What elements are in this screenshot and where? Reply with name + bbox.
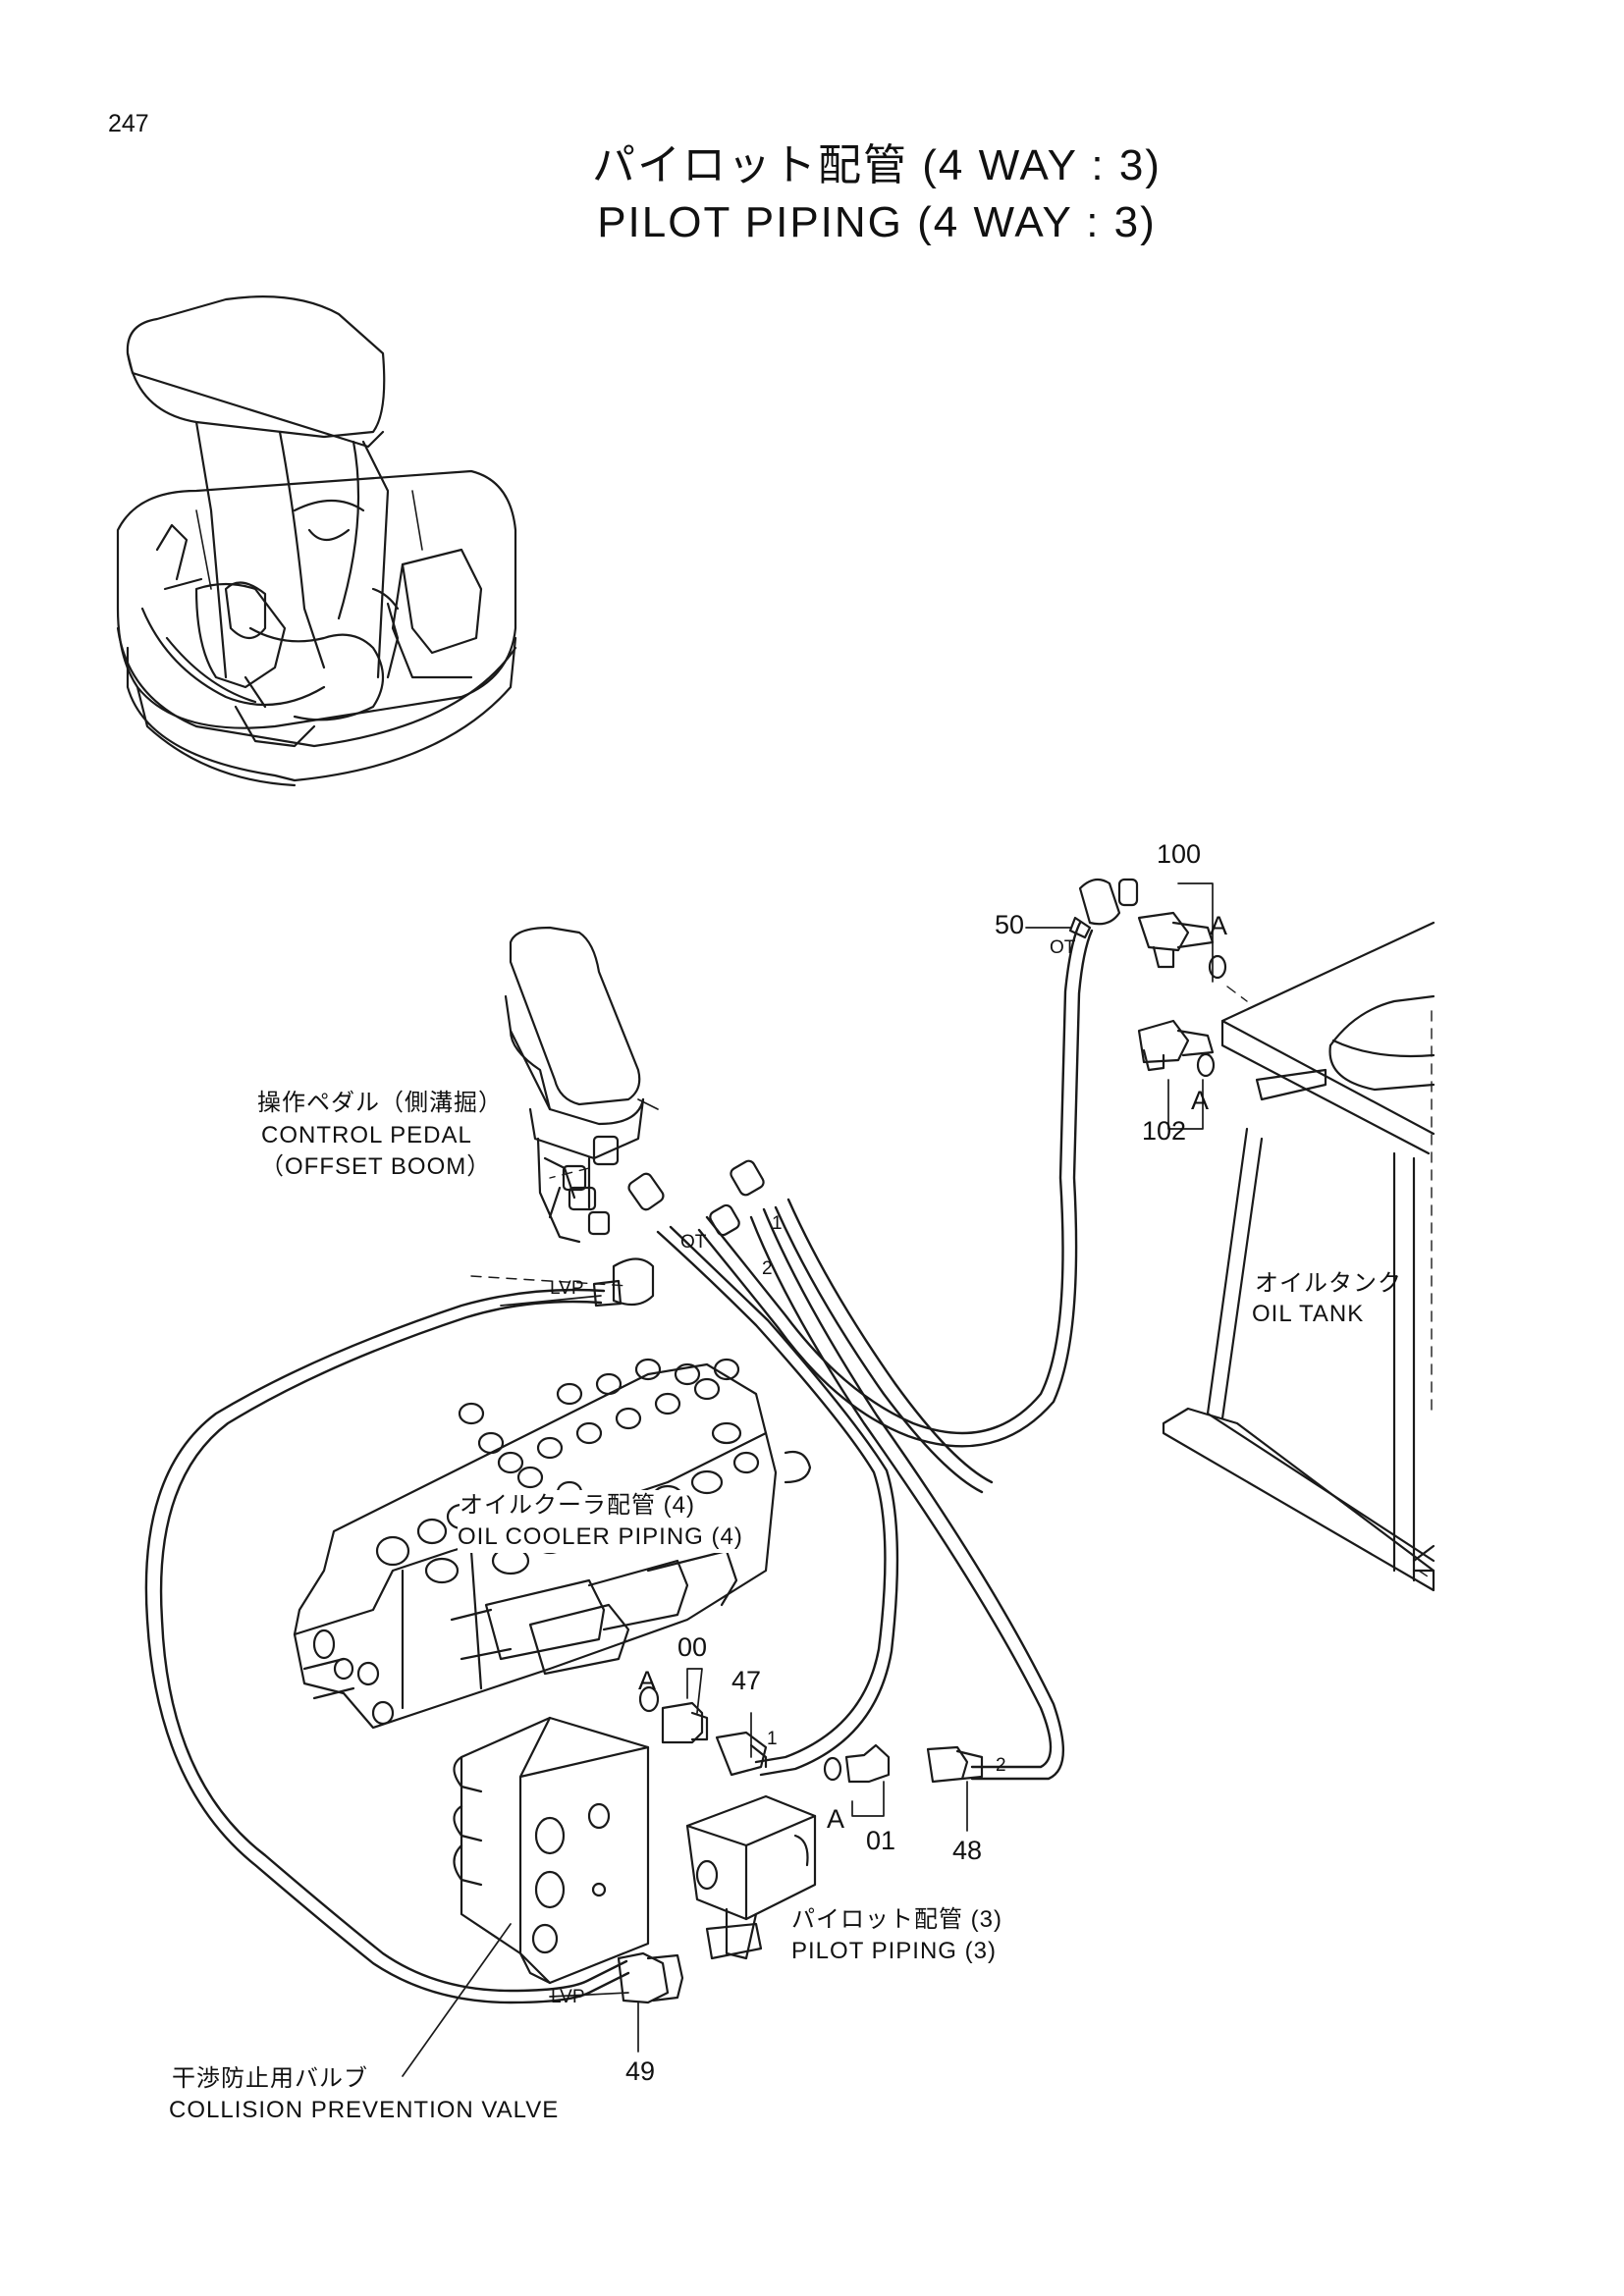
pilot-piping-label-jp: パイロット配管 (3) bbox=[791, 1906, 1002, 1933]
oil-tank-illustration bbox=[1162, 921, 1435, 1592]
oil-tank-label-en: OIL TANK bbox=[1252, 1301, 1365, 1327]
oil-cooler-label-en: OIL COOLER PIPING (4) bbox=[458, 1522, 743, 1553]
collision-valve-label-jp: 干渉防止用バルブ bbox=[172, 2065, 368, 2092]
hose-lines bbox=[144, 921, 1094, 2004]
hose-marker-lvp-lower: LVP bbox=[551, 1987, 585, 2007]
oil-tank-label-jp: オイルタンク bbox=[1255, 1270, 1402, 1297]
ref-letter-a-102: A bbox=[1191, 1086, 1210, 1115]
page-number: 247 bbox=[108, 110, 149, 137]
ref-letter-a-01: A bbox=[827, 1804, 845, 1834]
hose-marker-1-lower: 1 bbox=[767, 1729, 778, 1749]
page-title-jp: パイロット配管 (4 WAY : 3) bbox=[592, 141, 1162, 189]
hose-marker-2-lower: 2 bbox=[996, 1755, 1006, 1776]
hose-marker-2-upper: 2 bbox=[762, 1258, 773, 1279]
oil-cooler-label-jp: オイルクーラ配管 (4) bbox=[460, 1490, 695, 1522]
part-number-01: 01 bbox=[866, 1826, 896, 1855]
collision-valve-illustration bbox=[453, 1716, 817, 1985]
page-title-en: PILOT PIPING (4 WAY : 3) bbox=[597, 198, 1157, 246]
part-number-49: 49 bbox=[625, 2056, 656, 2086]
hose-marker-ot-tank: OT bbox=[1050, 937, 1076, 958]
cab-overview-illustration bbox=[116, 295, 517, 787]
collision-valve-label-en: COLLISION PREVENTION VALVE bbox=[169, 2097, 560, 2123]
hose-marker-1-upper: 1 bbox=[772, 1213, 783, 1234]
control-pedal-illustration bbox=[504, 926, 645, 1244]
fittings bbox=[592, 878, 1227, 2004]
control-pedal-note: （OFFSET BOOM） bbox=[260, 1153, 492, 1180]
part-number-00: 00 bbox=[677, 1632, 708, 1662]
control-pedal-label-jp: 操作ペダル（側溝掘） bbox=[257, 1090, 503, 1116]
hose-marker-ot-pedal: OT bbox=[680, 1232, 707, 1253]
part-number-100: 100 bbox=[1157, 839, 1202, 869]
ref-letter-a-00: A bbox=[638, 1666, 657, 1695]
part-number-102: 102 bbox=[1142, 1116, 1187, 1146]
ref-letter-a-100: A bbox=[1210, 911, 1228, 940]
part-number-47: 47 bbox=[731, 1666, 762, 1695]
part-number-48: 48 bbox=[952, 1836, 983, 1865]
control-pedal-label-en: CONTROL PEDAL bbox=[261, 1122, 472, 1148]
pilot-piping-label-en: PILOT PIPING (3) bbox=[791, 1938, 997, 1964]
part-number-50: 50 bbox=[995, 910, 1025, 939]
hose-marker-lvp-upper: LVP bbox=[550, 1278, 584, 1299]
leader-lines bbox=[402, 882, 1214, 2077]
dashed-reference-lines bbox=[470, 986, 1435, 1581]
